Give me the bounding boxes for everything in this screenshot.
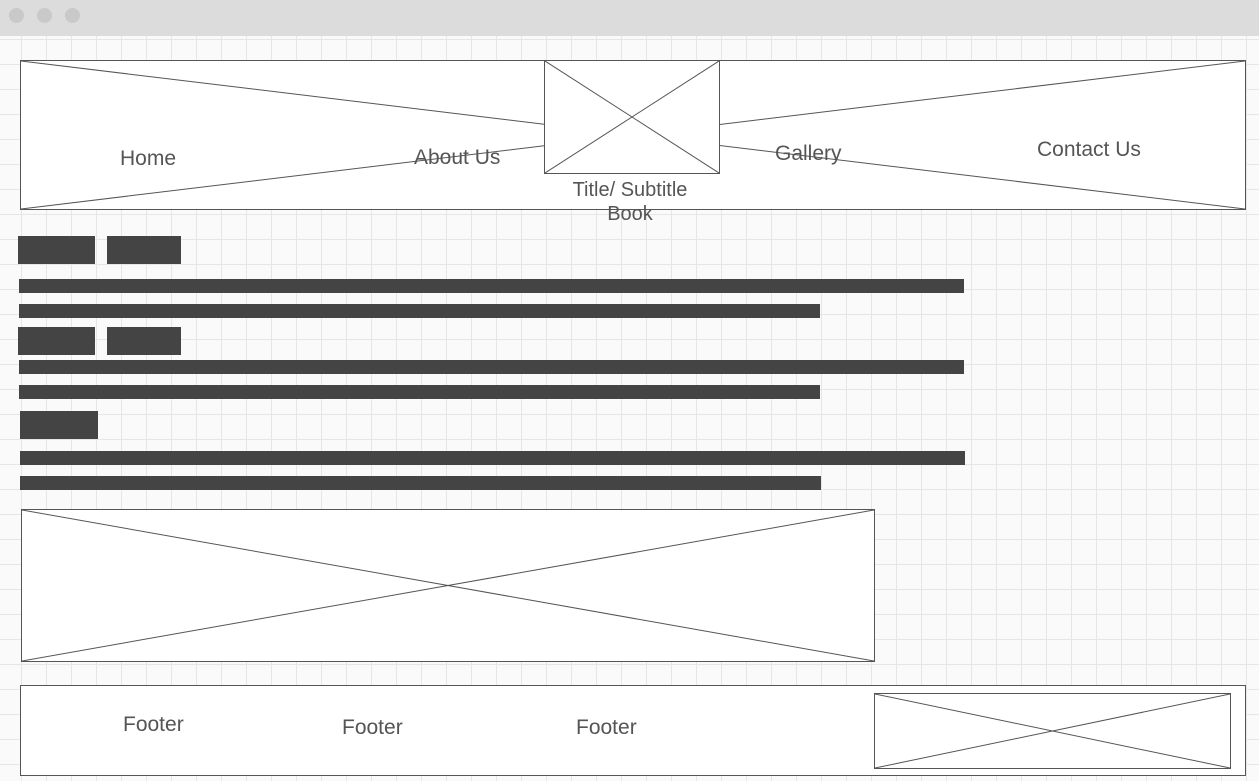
- nav-about-us[interactable]: About Us: [414, 146, 501, 169]
- minimize-window-button[interactable]: [37, 8, 52, 23]
- text-line-placeholder-1a: [19, 279, 964, 293]
- footer-link-2[interactable]: Footer: [342, 716, 403, 739]
- nav-gallery[interactable]: Gallery: [775, 142, 842, 165]
- text-line-placeholder-3b: [20, 476, 821, 490]
- text-line-placeholder-1b: [19, 304, 820, 318]
- nav-home[interactable]: Home: [120, 147, 177, 170]
- page-title: Title/ Subtitle Book: [540, 178, 720, 226]
- heading-placeholder-3: [20, 411, 98, 439]
- window-titlebar: [0, 0, 1259, 36]
- image-placeholder-icon: [22, 510, 874, 661]
- text-line-placeholder-2b: [19, 385, 820, 399]
- footer-link-3[interactable]: Footer: [576, 716, 637, 739]
- heading-placeholder-2b: [107, 327, 181, 355]
- maximize-window-button[interactable]: [65, 8, 80, 23]
- footer-link-1[interactable]: Footer: [123, 713, 184, 736]
- title-line-2: Book: [607, 203, 653, 225]
- footer-image-placeholder: [874, 693, 1231, 769]
- main-image-placeholder: [21, 509, 875, 662]
- text-line-placeholder-2a: [19, 360, 964, 374]
- close-window-button[interactable]: [9, 8, 24, 23]
- image-placeholder-icon: [875, 694, 1230, 768]
- heading-placeholder-1b: [107, 236, 181, 264]
- image-placeholder-icon: [545, 61, 719, 173]
- text-line-placeholder-3a: [20, 451, 965, 465]
- title-line-1: Title/ Subtitle: [572, 179, 688, 201]
- heading-placeholder-2a: [18, 327, 95, 355]
- logo-placeholder[interactable]: [544, 60, 720, 174]
- heading-placeholder-1a: [18, 236, 95, 264]
- nav-contact-us[interactable]: Contact Us: [1037, 138, 1141, 161]
